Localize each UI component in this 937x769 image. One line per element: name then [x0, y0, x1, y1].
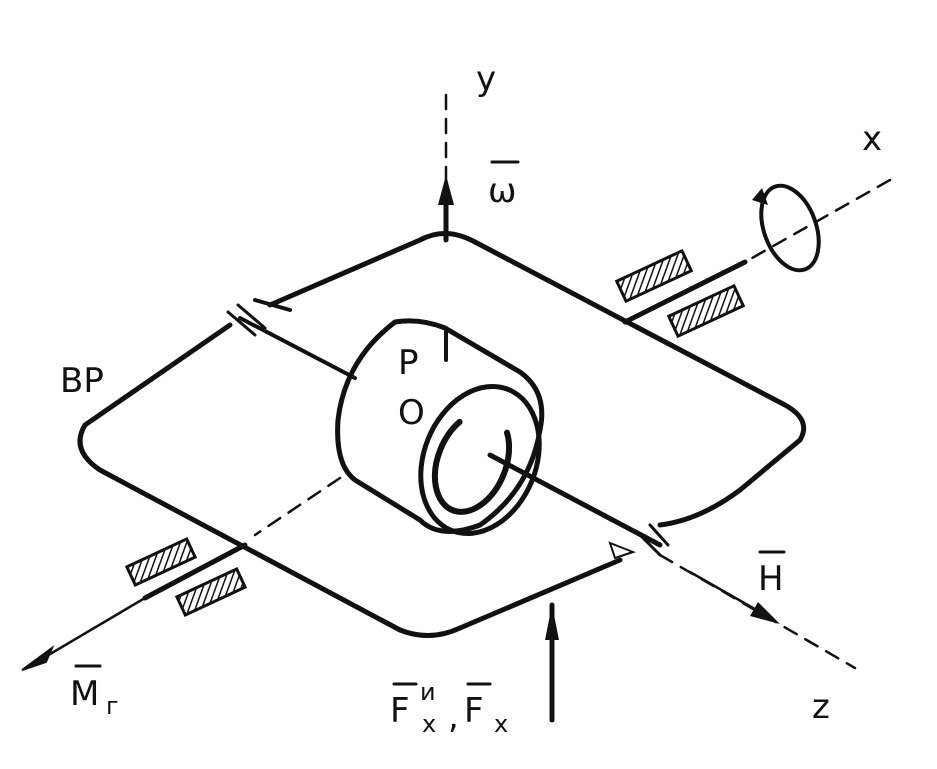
x-axis — [253, 178, 892, 537]
frame-label: BP — [60, 361, 104, 401]
gimbal-frame — [77, 231, 807, 638]
force-separator: , — [448, 697, 459, 737]
axis-x-label: x — [862, 119, 882, 159]
inner-axis-left — [226, 298, 357, 380]
point-p-label: P — [398, 343, 419, 383]
moment-symbol: M — [70, 674, 99, 714]
momentum-vector — [688, 570, 780, 624]
axis-y-label: y — [476, 59, 496, 99]
moment-label: M г — [70, 664, 119, 720]
omega-label: ω — [488, 160, 520, 211]
point-o-label: O — [398, 393, 425, 433]
force-label: F и x , F x — [390, 678, 508, 738]
outer-axis-lower — [21, 536, 248, 671]
force-vector — [545, 541, 636, 723]
rotation-arrow-icon — [752, 183, 821, 273]
outer-axis-upper — [614, 248, 748, 339]
force-main-superscript: и — [420, 678, 436, 706]
axis-z-label: z — [812, 687, 830, 727]
force-main-symbol: F — [390, 691, 410, 731]
omega-vector — [438, 175, 454, 362]
momentum-label: H — [758, 550, 786, 599]
inner-axis-right — [487, 452, 670, 557]
momentum-symbol: H — [758, 559, 784, 599]
force-main-subscript: x — [422, 710, 436, 738]
force-second-symbol: F — [464, 691, 484, 731]
force-second-subscript: x — [494, 710, 508, 738]
moment-subscript: г — [106, 692, 119, 720]
rotor — [335, 318, 545, 537]
omega-symbol: ω — [488, 171, 516, 211]
